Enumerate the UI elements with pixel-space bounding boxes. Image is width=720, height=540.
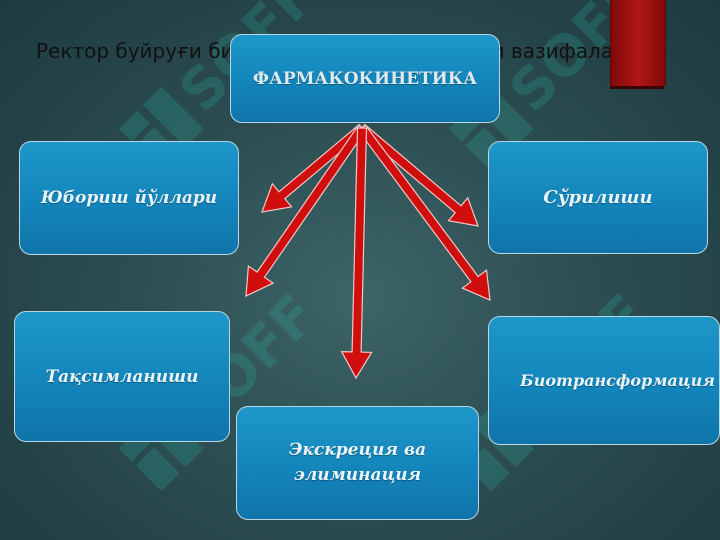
node-administration-routes: Юбориш йўллари	[19, 141, 239, 255]
node-distribution: Тақсимланиши	[14, 311, 230, 442]
node-biotransformation: Биотрансформация	[488, 316, 720, 445]
arrow-to-biotransformation	[357, 124, 491, 301]
red-tab-decoration	[610, 0, 666, 86]
center-node-pharmacokinetics: ФАРМАКОКИНЕТИКА	[230, 34, 500, 123]
node-excretion-elimination: Экскреция ва элиминация	[236, 406, 479, 520]
arrow-to-absorption	[358, 123, 479, 227]
red-tab-shadow	[610, 86, 664, 89]
node-absorption: Сўрилиши	[488, 141, 708, 254]
arrow-to-excretion	[340, 127, 373, 380]
arrow-to-distribution	[245, 124, 367, 297]
